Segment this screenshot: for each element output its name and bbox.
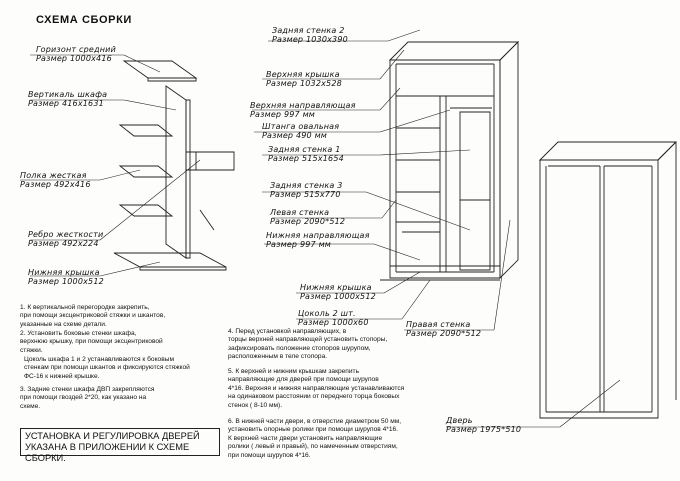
part-name: Верхняя крышка (266, 70, 340, 79)
part-label-bottom-cover: Нижняя крышка Размер 1000х512 (28, 268, 104, 286)
part-size: Размер 1975*510 (446, 425, 522, 434)
part-label-middle-horizon: Горизонт средний Размер 1000х416 (36, 45, 116, 63)
part-name: Нижняя крышка (28, 268, 100, 277)
step-plinth: Цоколь шкафа 1 и 2 устанавливаются к бок… (24, 356, 190, 380)
part-size: Размер 1030х390 (272, 35, 348, 44)
part-size: Размер 490 мм (262, 131, 328, 140)
part-name: Полка жесткая (20, 171, 87, 180)
part-size: Размер 515х770 (270, 190, 341, 199)
part-name: Нижняя крышка (300, 283, 372, 292)
part-name: Цоколь 2 шт. (298, 309, 356, 318)
step-5: 5. К верхней и нижним крышкам закрепить … (228, 368, 405, 409)
part-label-rod: Штанга овальная Размер 490 мм (262, 122, 339, 140)
leader-lines-left (20, 54, 201, 277)
part-name: Дверь (446, 416, 473, 425)
leader-lines-right (252, 29, 621, 428)
part-label-back-wall-3: Задняя стенка 3 Размер 515х770 (270, 181, 343, 199)
part-size: Размер 1032х528 (266, 79, 342, 88)
part-name: Ребро жесткости (28, 230, 104, 239)
part-size: Размер 1000х416 (36, 54, 112, 63)
part-name: Задняя стенка 3 (270, 181, 343, 190)
part-label-left-wall: Левая стенка Размер 2090*512 (270, 208, 345, 226)
part-name: Правая стенка (406, 320, 471, 329)
part-name: Левая стенка (270, 208, 330, 217)
part-name: Вертикаль шкафа (28, 90, 108, 99)
part-name: Задняя стенка 2 (272, 26, 345, 35)
part-label-lower-guide: Нижняя направляющая Размер 997 мм (266, 231, 370, 249)
part-name: Горизонт средний (36, 45, 116, 54)
part-size: Размер 492х416 (20, 180, 91, 189)
closed-wardrobe-drawing (538, 141, 678, 419)
step-6: 6. В нижней части двери, в отверстие диа… (228, 418, 402, 459)
part-label-door: Дверь Размер 1975*510 (446, 416, 521, 434)
step-1: 1. К вертикальной перегородке закрепить,… (20, 304, 166, 328)
doors-note: УСТАНОВКА И РЕГУЛИРОВКА ДВЕРЕЙ УКАЗАНА В… (20, 428, 220, 463)
part-label-back-wall-2: Задняя стенка 2 Размер 1030х390 (272, 26, 348, 44)
step-2: 2. Установить боковые стенки шкафа, верх… (20, 330, 163, 354)
part-label-right-wall: Правая стенка Размер 2090*512 (406, 320, 481, 338)
part-size: Размер 2090*512 (270, 217, 346, 226)
part-size: Размер 1000х60 (298, 318, 369, 327)
part-size: Размер 492х224 (28, 239, 99, 248)
part-name: Штанга овальная (262, 122, 340, 131)
part-label-plinth: Цоколь 2 шт. Размер 1000х60 (298, 309, 369, 327)
step-3: 3. Задние стенки шкафа ДВП закрепляются … (20, 386, 155, 410)
part-size: Размер 997 мм (250, 110, 316, 119)
part-name: Верхняя направляющая (250, 101, 356, 110)
part-size: Размер 515х1654 (268, 154, 344, 163)
carcass-drawing (380, 40, 520, 281)
part-label-bottom-cover-2: Нижняя крышка Размер 1000х512 (300, 283, 376, 301)
part-name: Задняя стенка 1 (268, 145, 341, 154)
part-size: Размер 1000х512 (28, 277, 104, 286)
part-size: Размер 1000х512 (300, 292, 376, 301)
part-label-shelf: Полка жесткая Размер 492х416 (20, 171, 91, 189)
part-size: Размер 416х1631 (28, 99, 104, 108)
part-label-partition: Вертикаль шкафа Размер 416х1631 (28, 90, 107, 108)
partial-assembly-drawing (113, 60, 235, 271)
part-label-rib: Ребро жесткости Размер 492х224 (28, 230, 103, 248)
part-name: Нижняя направляющая (266, 231, 370, 240)
part-label-upper-guide: Верхняя направляющая Размер 997 мм (250, 101, 356, 119)
step-4: 4. Перед установкой направляющих, в торц… (228, 328, 388, 361)
page-title: СХЕМА СБОРКИ (36, 14, 132, 26)
part-label-top-cover: Верхняя крышка Размер 1032х528 (266, 70, 342, 88)
part-size: Размер 997 мм (266, 240, 332, 249)
part-size: Размер 2090*512 (406, 329, 482, 338)
part-label-back-wall-1: Задняя стенка 1 Размер 515х1654 (268, 145, 344, 163)
